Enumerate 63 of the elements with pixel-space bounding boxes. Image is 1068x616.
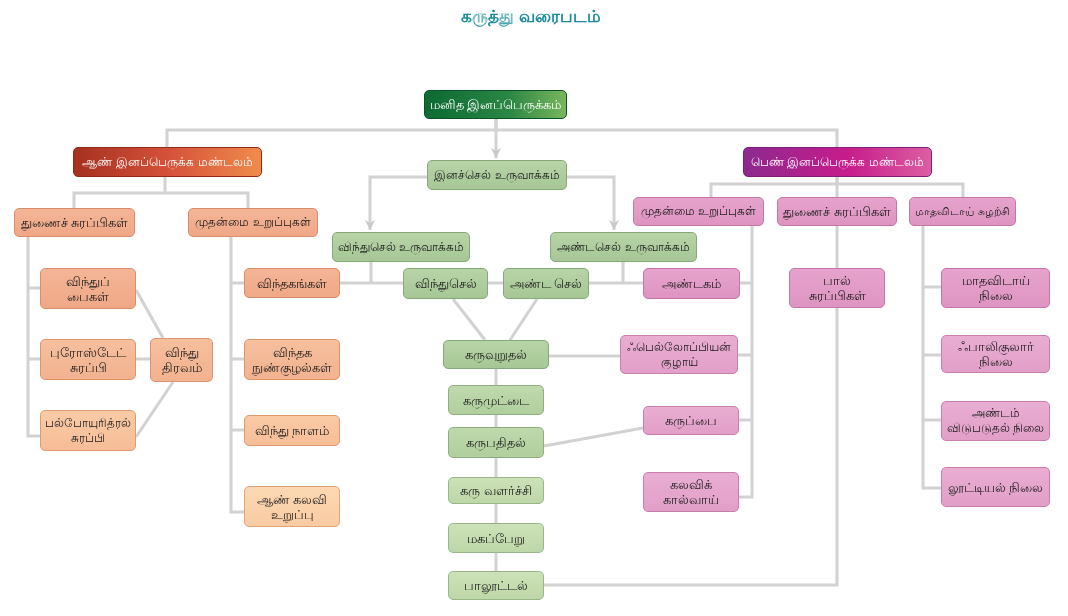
- connector-line: [494, 369, 498, 385]
- connector-line: [136, 357, 150, 361]
- concept-box: கருப்பை: [643, 406, 739, 435]
- concept-box: விந்துசெல்: [403, 268, 488, 299]
- connector-line: [508, 298, 539, 341]
- concept-box: விந்துசெல் உருவாக்கம்: [332, 232, 470, 262]
- concept-box: புரோஸ்டேட் சுரப்பி: [40, 339, 136, 380]
- connector-line: [451, 298, 487, 341]
- concept-box: கருவுறுதல்: [443, 340, 549, 369]
- concept-box: கரு வளர்ச்சி: [448, 477, 544, 504]
- concept-box: கருபதிதல்: [448, 427, 544, 458]
- concept-box: கலவிக் கால்வாய்: [643, 472, 739, 512]
- concept-box: துணைச் சுரப்பிகள்: [14, 208, 135, 237]
- concept-box: அண்டம் விடுபடுதல் நிலை: [941, 401, 1050, 441]
- concept-box: அண்டகம்: [643, 268, 740, 299]
- concept-box: ஃபாலிகுலார் நிலை: [941, 335, 1050, 373]
- concept-box: பாலூட்டல்: [448, 571, 544, 600]
- concept-box: முதன்மை உறுப்புகள்: [188, 208, 318, 237]
- concept-box: மாதவிடாய் நிலை: [941, 268, 1050, 308]
- concept-box: விந்து திரவம்: [150, 338, 213, 382]
- connector-line: [72, 175, 250, 210]
- concept-box: இனச்செல் உருவாக்கம்: [427, 160, 567, 190]
- concept-box: பால் சுரப்பிகள்: [789, 268, 885, 308]
- concept-box: ஃபெல்லோப்பியன் குழாய்: [620, 335, 738, 374]
- concept-box: விந்து நாளம்: [244, 415, 340, 446]
- connector-line: [134, 289, 165, 339]
- connector-arrow: [567, 175, 619, 230]
- concept-box: விந்தகங்கள்: [244, 268, 340, 298]
- topic-box: மனித இனப்பெருக்கம்: [424, 90, 567, 119]
- concept-box: அண்ட செல்: [503, 268, 589, 299]
- connector-line: [587, 260, 645, 285]
- connector-line: [549, 354, 620, 358]
- connector-arrow: [491, 119, 501, 158]
- connector-line: [835, 226, 839, 268]
- connector-line: [494, 458, 498, 477]
- connector-line: [835, 177, 839, 197]
- concept-box: பெண் இனப்பெருக்க மண்டலம்: [743, 147, 932, 177]
- connector-line: [921, 224, 943, 490]
- connector-line: [26, 235, 42, 438]
- concept-box: மகப்பேறு: [448, 523, 544, 553]
- concept-box: துணைச் சுரப்பிகள்: [777, 197, 897, 226]
- connector-line: [229, 235, 246, 514]
- concept-box: ஆண் இனப்பெருக்க மண்டலம்: [73, 147, 262, 177]
- connector-line: [494, 415, 498, 427]
- connector-line: [134, 381, 175, 438]
- connector-line: [338, 260, 405, 285]
- connector-line: [494, 504, 498, 523]
- concept-box: முதன்மை உறுப்புகள்: [633, 197, 764, 226]
- concept-box: பல்போயுரித்ரல் சுரப்பி: [40, 410, 136, 451]
- concept-box: அண்டசெல் உருவாக்கம்: [550, 232, 697, 262]
- concept-box: விந்துப் பைகள்: [40, 268, 136, 309]
- connector-line: [544, 308, 839, 587]
- concept-box: கருமுட்டை: [448, 385, 544, 415]
- connector-arrow: [365, 175, 427, 230]
- connector-line: [488, 281, 503, 285]
- connector-line: [736, 224, 754, 499]
- connector-line: [543, 426, 644, 448]
- concept-box: விந்தக நுண்குழல்கள்: [244, 339, 340, 380]
- concept-box: ஆண் கலவி உறுப்பு: [244, 486, 340, 527]
- concept-box: லூட்டியல் நிலை: [941, 467, 1050, 507]
- connector-line: [494, 553, 498, 571]
- diagram-title: கருத்து வரைபடம்: [460, 6, 602, 28]
- concept-box: மாதவிடாய் சுழற்சி: [909, 197, 1016, 226]
